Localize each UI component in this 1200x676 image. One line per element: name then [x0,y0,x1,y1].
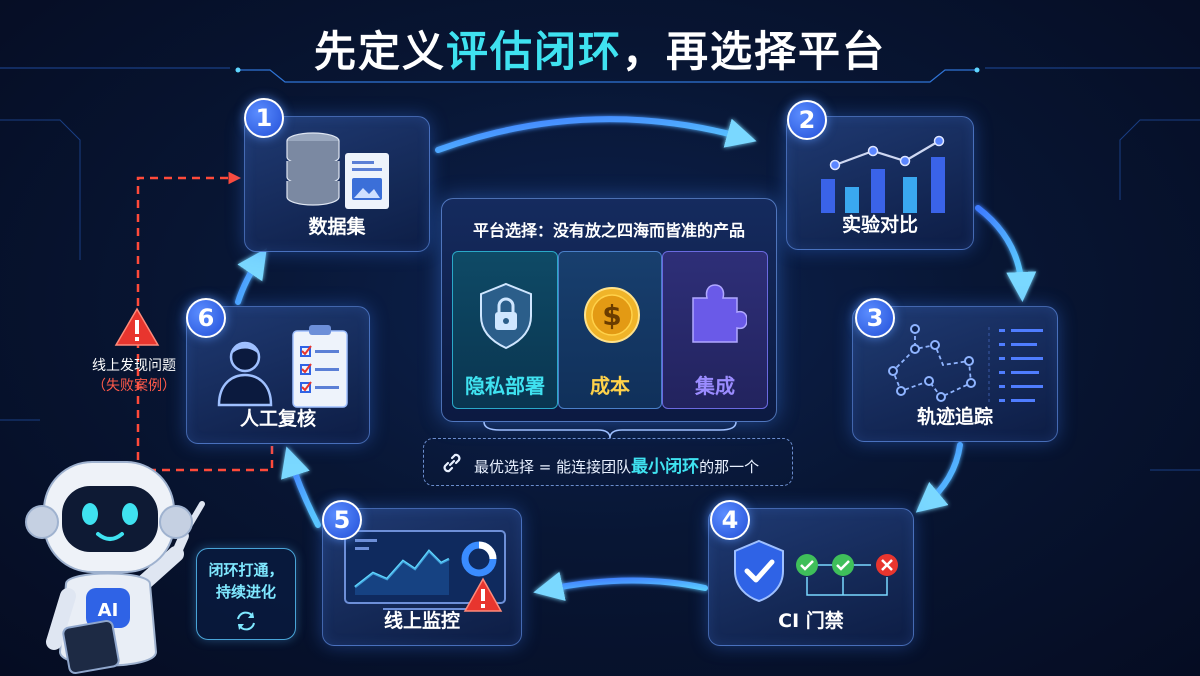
robot-badge: AI [98,600,119,621]
step-number-badge: 2 [787,100,827,140]
feedback-note: 线上发现问题 （失败案例） [74,356,194,396]
best-choice-suffix: 的那一个 [699,458,760,476]
title-part2: ，再选择平台 [622,27,887,76]
refresh-cycle-icon [237,611,255,631]
criterion-cost: $ 成本 [558,251,662,409]
title-accent: 评估闭环 [445,27,622,76]
step-label: 数据集 [308,216,366,238]
step-card-dataset: 数据集 [244,116,430,252]
database-icon [286,132,389,209]
platform-title: 平台选择：没有放之四海而皆准的产品 [472,221,745,240]
bracket-connector [483,421,737,439]
page-title: 先定义评估闭环，再选择平台 [0,18,1200,79]
bubble-text: 闭环打通， 持续进化 [197,559,295,603]
step-number-badge: 4 [710,500,750,540]
dollar-coin-icon: $ [584,287,640,343]
puzzle-piece-icon [692,284,747,343]
step-card-experiment: 实验对比 [786,116,974,250]
bar-line-chart-icon [821,135,945,213]
step-label: 轨迹追踪 [916,406,993,428]
feedback-line1: 线上发现问题 [92,358,176,374]
step-number-badge: 3 [855,298,895,338]
title-part1: 先定义 [313,27,446,76]
person-icon [217,341,273,407]
criterion-label: 隐私部署 [465,374,545,398]
feedback-line2: （失败案例） [92,378,176,394]
bubble-line2: 持续进化 [215,583,276,601]
trace-graph-icon [888,324,1043,405]
bubble-line1: 闭环打通， [208,561,284,579]
criterion-label: 成本 [590,374,630,398]
warning-icon [114,307,160,346]
best-choice-prefix: 最优选择 = 能连接团队 [474,458,632,476]
checklist-clipboard-icon [292,325,348,408]
best-choice-highlight: 最小闭环 [631,457,700,477]
robot-speech-bubble: 闭环打通， 持续进化 [196,548,296,640]
shield-check-icon [734,539,784,603]
best-choice-text: 最优选择 = 能连接团队最小闭环的那一个 [474,452,759,477]
step-number-badge: 1 [244,98,284,138]
criterion-privacy: 隐私部署 [452,251,558,409]
criterion-label: 集成 [695,374,735,398]
shield-lock-icon [480,282,532,350]
step-card-ci-gate: CI 门禁 [708,508,914,646]
step-label: 实验对比 [841,214,918,236]
check-pass-icon [796,554,818,576]
step-label: 人工复核 [239,408,316,430]
best-choice-box: 最优选择 = 能连接团队最小闭环的那一个 [423,438,793,486]
svg-text:$: $ [602,299,621,332]
link-icon [443,453,461,473]
monitor-dashboard-icon [344,530,506,610]
step-number-badge: 5 [322,500,362,540]
step-number-badge: 6 [186,298,226,338]
warning-icon [463,577,503,612]
step-card-human-review: 人工复核 [186,306,370,444]
robot-mascot: AI [25,461,205,675]
criterion-integration: 集成 [662,251,768,409]
step-label: 线上监控 [383,610,460,632]
step-label: CI 门禁 [778,610,844,632]
pipeline-status-icon [796,554,898,596]
platform-selection-panel: 平台选择：没有放之四海而皆准的产品 隐私部署 $ 成本 集成 [441,198,777,422]
